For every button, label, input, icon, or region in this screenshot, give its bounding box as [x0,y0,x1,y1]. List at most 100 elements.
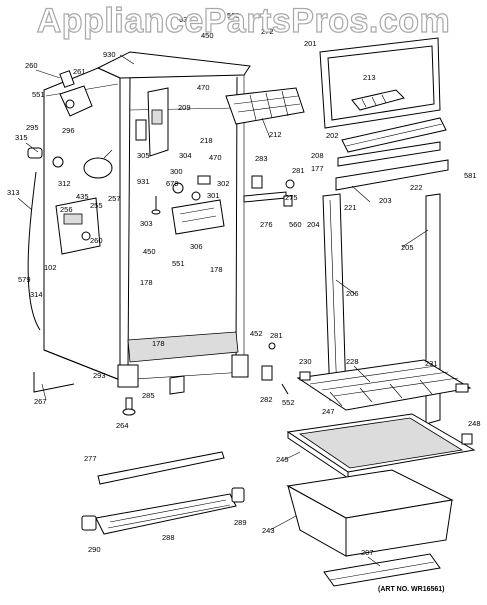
leveling-leg-264 [122,397,136,416]
callout-203: 203 [379,196,392,205]
callout-202: 202 [326,131,339,140]
shelf-228 [296,359,472,411]
crisper-cover-245 [286,413,476,479]
callout-435: 435 [76,192,89,201]
callouts: 631 560 450 272 201 930 260 261 551 470 … [7,11,481,557]
hinge-276 [243,191,287,203]
callout-276: 276 [260,220,273,229]
callout-261: 261 [73,67,86,76]
cap-290 [81,515,97,531]
crisper-drawer-243 [286,469,454,557]
callout-231: 231 [425,359,438,368]
callout-304: 304 [179,151,192,160]
callout-207: 207 [361,548,374,557]
overload-435 [83,149,113,179]
callout-267: 267 [34,397,47,406]
callout-221: 221 [344,203,357,212]
door-gasket-206 [322,193,347,401]
callout-452: 452 [250,329,263,338]
callout-315: 315 [15,133,28,142]
callout-222: 222 [410,183,423,192]
callout-275: 275 [285,193,298,202]
door-shelf-207 [323,553,441,587]
callout-930: 930 [103,50,116,59]
callout-551b: 551 [172,259,185,268]
callout-205: 205 [401,243,414,252]
callout-218: 218 [200,136,213,145]
callout-931: 931 [137,177,150,186]
callout-209: 209 [178,103,191,112]
callout-243: 243 [262,526,275,535]
hinge-283 [251,175,263,189]
callout-282: 282 [260,395,273,404]
callout-283: 283 [255,154,268,163]
trim-277 [97,451,225,485]
capacitor-assembly-255 [55,197,101,255]
cap-289 [231,487,245,503]
callout-631: 631 [179,15,192,24]
grille-288 [95,493,237,535]
freezer-shelf-212 [225,87,305,125]
shelf-support-231 [455,383,469,393]
callout-102: 102 [44,263,57,272]
callout-281b: 281 [270,331,283,340]
callout-228: 228 [346,357,359,366]
callout-177: 177 [311,164,324,173]
callout-305: 305 [137,151,150,160]
callout-212: 212 [269,130,282,139]
callout-679: 679 [166,179,179,188]
callout-285: 285 [142,391,155,400]
callout-314: 314 [30,290,43,299]
callout-206: 206 [346,289,359,298]
callout-300: 300 [170,167,183,176]
callout-289: 289 [234,518,247,527]
callout-256: 256 [60,205,73,214]
callout-260: 260 [25,61,38,70]
hinge-282 [261,342,276,381]
callout-579: 579 [18,275,31,284]
callout-248: 248 [468,419,481,428]
callout-178: 178 [210,265,223,274]
callout-255: 255 [90,201,103,210]
callout-552: 552 [282,398,295,407]
callout-204: 204 [307,220,320,229]
callout-470: 470 [197,83,210,92]
callout-302: 302 [217,179,230,188]
callout-296: 296 [62,126,75,135]
leader-lines [17,54,429,567]
callout-213: 213 [363,73,376,82]
callout-560: 560 [227,11,240,20]
callout-551: 551 [32,90,45,99]
callout-450: 450 [201,31,214,40]
callout-313: 313 [7,188,20,197]
part-312 [52,156,64,168]
hinge-parts-281 [283,179,295,207]
callout-581: 581 [464,171,477,180]
callout-303: 303 [140,219,153,228]
callout-290: 290 [88,545,101,554]
grommet-295 [27,147,43,159]
callout-293: 293 [93,371,106,380]
callout-295: 295 [26,123,39,132]
door-trim-203 [335,141,449,191]
egg-tray-213 [351,89,405,111]
bracket-285 [169,375,185,395]
callout-288: 288 [162,533,175,542]
art-number: (ART NO. WR16561) [378,586,445,593]
callout-230: 230 [299,357,312,366]
callout-247: 247 [322,407,335,416]
callout-560b: 560 [289,220,302,229]
control-housing-304 [147,87,169,157]
callout-450b: 450 [143,247,156,256]
callout-306: 306 [190,242,203,251]
screw-552 [281,383,289,395]
thermostat-parts-300 [172,175,211,201]
callout-277: 277 [84,454,97,463]
door-shelf-202 [341,117,447,153]
compressor-bracket-260 [59,70,75,88]
callout-208: 208 [311,151,324,160]
door-liner-201 [319,37,441,129]
callout-245: 245 [276,455,289,464]
